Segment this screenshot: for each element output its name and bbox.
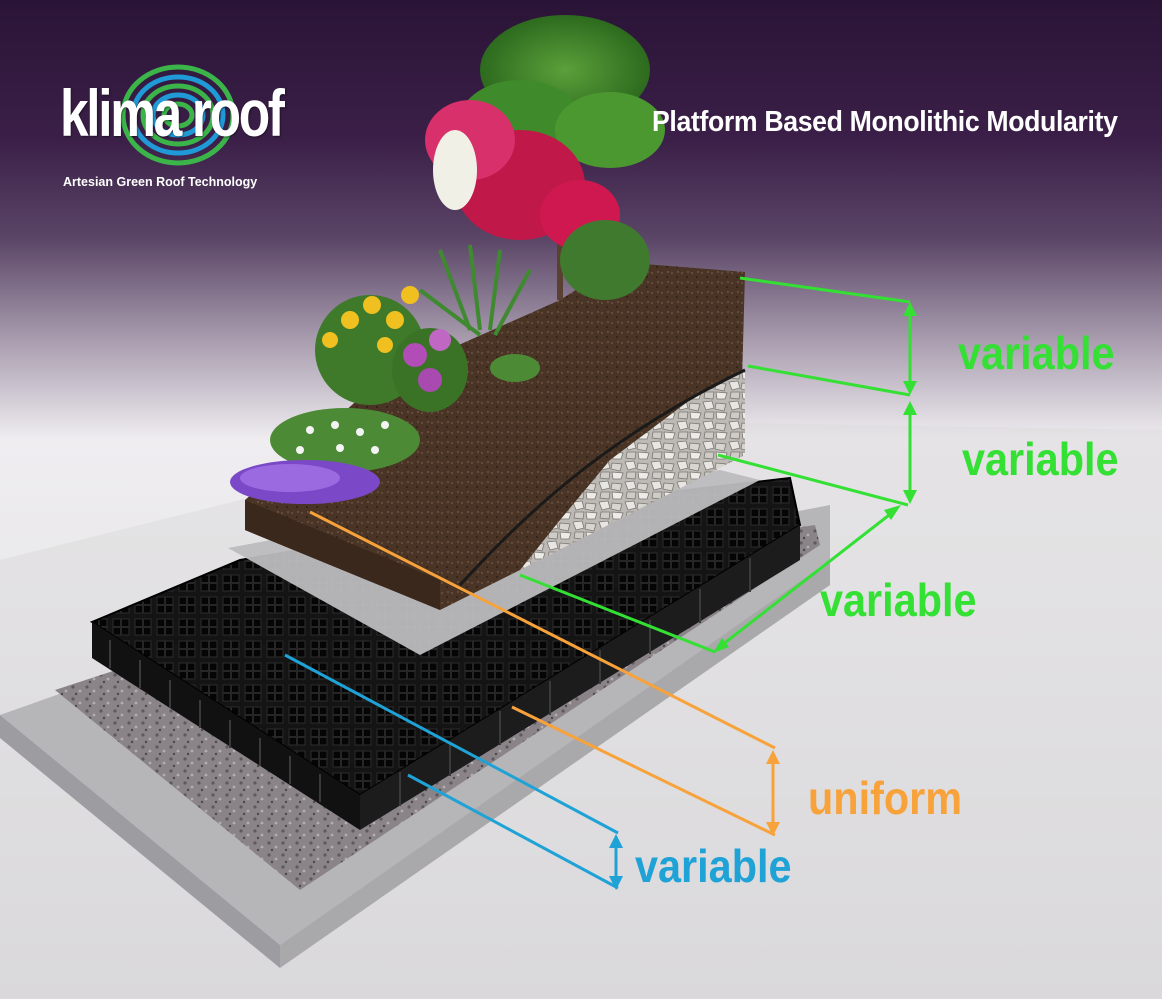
logo-wordmark: klima roof xyxy=(60,80,283,146)
soil-layer-label: variable xyxy=(958,330,1115,376)
logo-tagline: Artesian Green Roof Technology xyxy=(63,175,257,189)
geotextile-layer-label: variable xyxy=(820,577,977,623)
gravel-layer-label: variable xyxy=(962,436,1119,482)
klima-roof-logo: klima roof Artesian Green Roof Technolog… xyxy=(58,60,248,210)
page-title: Platform Based Monolithic Modularity xyxy=(652,106,1118,139)
platform-layer-label: uniform xyxy=(808,775,962,821)
base-layer-label: variable xyxy=(635,843,792,889)
